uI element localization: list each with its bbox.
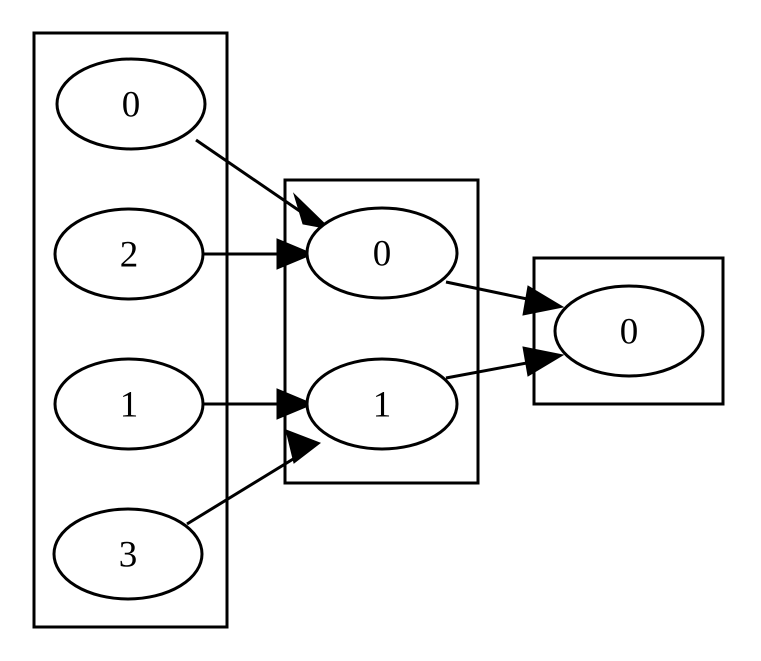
node-label: 3	[119, 535, 138, 576]
node-label: 1	[373, 385, 392, 426]
arrowhead-icon	[522, 346, 565, 377]
edge-line	[195, 138, 308, 218]
node-shape	[305, 206, 459, 300]
node-right-0[interactable]: 0	[553, 284, 705, 378]
node-left-0[interactable]: 0	[55, 57, 207, 151]
arrowhead-icon	[276, 388, 315, 420]
edge-line	[445, 280, 533, 302]
edge-middle0-to-right0[interactable]	[445, 280, 565, 316]
node-shape	[52, 507, 204, 601]
node-label: 1	[120, 385, 139, 426]
edge-left3-to-middle1[interactable]	[186, 429, 322, 526]
node-shape	[55, 57, 207, 151]
node-shape	[305, 357, 459, 451]
node-label: 0	[620, 312, 639, 353]
edge-left1-to-middle1[interactable]	[203, 388, 315, 420]
node-label: 0	[373, 234, 392, 275]
edge-middle1-to-right0[interactable]	[445, 346, 565, 380]
arrowhead-icon	[276, 238, 315, 270]
node-shape	[53, 357, 205, 451]
cluster-left-box[interactable]	[32, 31, 229, 629]
node-left-1[interactable]: 1	[53, 357, 205, 451]
node-shape	[53, 207, 205, 301]
node-label: 0	[122, 85, 141, 126]
arrowhead-icon	[522, 285, 565, 316]
node-label: 2	[120, 235, 139, 276]
edge-line	[186, 451, 304, 526]
edge-line	[445, 360, 533, 380]
node-left-2[interactable]: 2	[53, 207, 205, 301]
node-middle-0[interactable]: 0	[305, 206, 459, 300]
node-middle-1[interactable]: 1	[305, 357, 459, 451]
node-shape	[553, 284, 705, 378]
cluster-right-box[interactable]	[532, 256, 725, 406]
arrowhead-icon	[292, 192, 332, 230]
edge-left0-to-middle0[interactable]	[195, 138, 332, 230]
edge-left2-to-middle0[interactable]	[203, 238, 315, 270]
cluster-middle-box[interactable]	[283, 178, 480, 485]
node-left-3[interactable]: 3	[52, 507, 204, 601]
arrowhead-icon	[285, 429, 322, 464]
